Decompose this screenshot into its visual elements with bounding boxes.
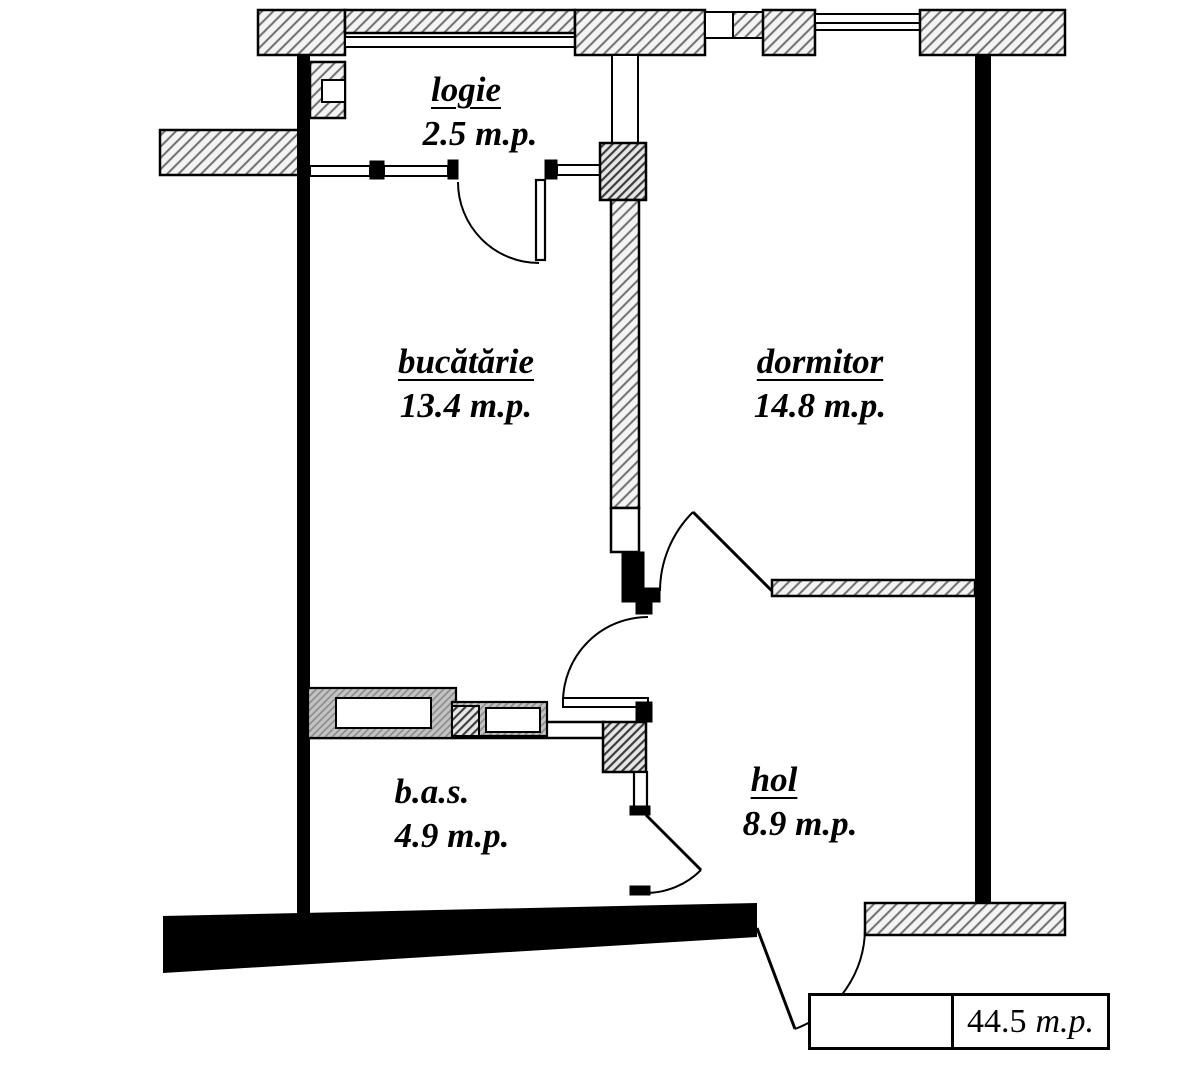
total-area-number: 44.5: [966, 1002, 1027, 1040]
room-label-dormitor: dormitor 14.8 m.p.: [754, 340, 886, 428]
bucatarie-door-arc: [562, 616, 649, 703]
room-area: 13.4 m.p.: [399, 385, 533, 425]
room-name: bucătărie: [397, 342, 535, 381]
room-area: 2.5 m.p.: [422, 113, 538, 153]
room-name: logie: [431, 70, 501, 109]
bas-door: [629, 770, 703, 896]
column-top: [598, 141, 648, 202]
column-center: [601, 720, 648, 774]
room-name: hol: [750, 760, 798, 799]
total-area-unit: m.p.: [1035, 1002, 1095, 1040]
room-name: dormitor: [756, 342, 884, 381]
exterior-wall-top: [256, 8, 1067, 57]
wall-bottom-right: [863, 901, 1067, 937]
wall-bottom: [163, 903, 757, 973]
bucatarie-door-leaf: [562, 697, 649, 708]
logie-divider-wall: [309, 159, 601, 264]
bucatarie-door: [562, 601, 653, 723]
structural-walls: [163, 55, 1067, 973]
room-area: 8.9 m.p.: [742, 803, 858, 843]
dormitor-door: [659, 510, 774, 593]
dormitor-door-arc: [659, 511, 694, 592]
room-area: 4.9 m.p.: [394, 815, 510, 855]
wall-left: [297, 55, 310, 935]
logie-door-arc: [457, 181, 540, 264]
wall-right: [975, 55, 991, 935]
bas-door-leaf: [644, 813, 703, 872]
logie-window: [344, 36, 576, 48]
bas-partition-counter: [306, 686, 648, 774]
wall-dormitor-south: [770, 578, 977, 598]
total-area-value: 44.5 m.p.: [954, 996, 1107, 1047]
dormitor-window: [814, 13, 921, 24]
entrance-door-leaf: [755, 927, 797, 1030]
room-label-bas: b.a.s. 4.9 m.p.: [375, 770, 510, 858]
total-area-box: 44.5 m.p.: [808, 993, 1110, 1050]
room-area: 14.8 m.p.: [753, 385, 887, 425]
room-label-logie: logie 2.5 m.p.: [409, 68, 538, 156]
room-label-bucatarie: bucătărie 13.4 m.p.: [398, 340, 534, 428]
dormitor-door-leaf: [691, 510, 774, 593]
logie-door-leaf: [534, 178, 547, 262]
bas-door-arc: [645, 869, 702, 894]
wall-partition-middle: [598, 54, 661, 603]
exterior-wall-left: [158, 60, 347, 177]
room-label-hol: hol 8.9 m.p.: [717, 758, 858, 846]
total-box-empty-cell: [811, 996, 954, 1047]
room-name: b.a.s.: [394, 772, 470, 811]
